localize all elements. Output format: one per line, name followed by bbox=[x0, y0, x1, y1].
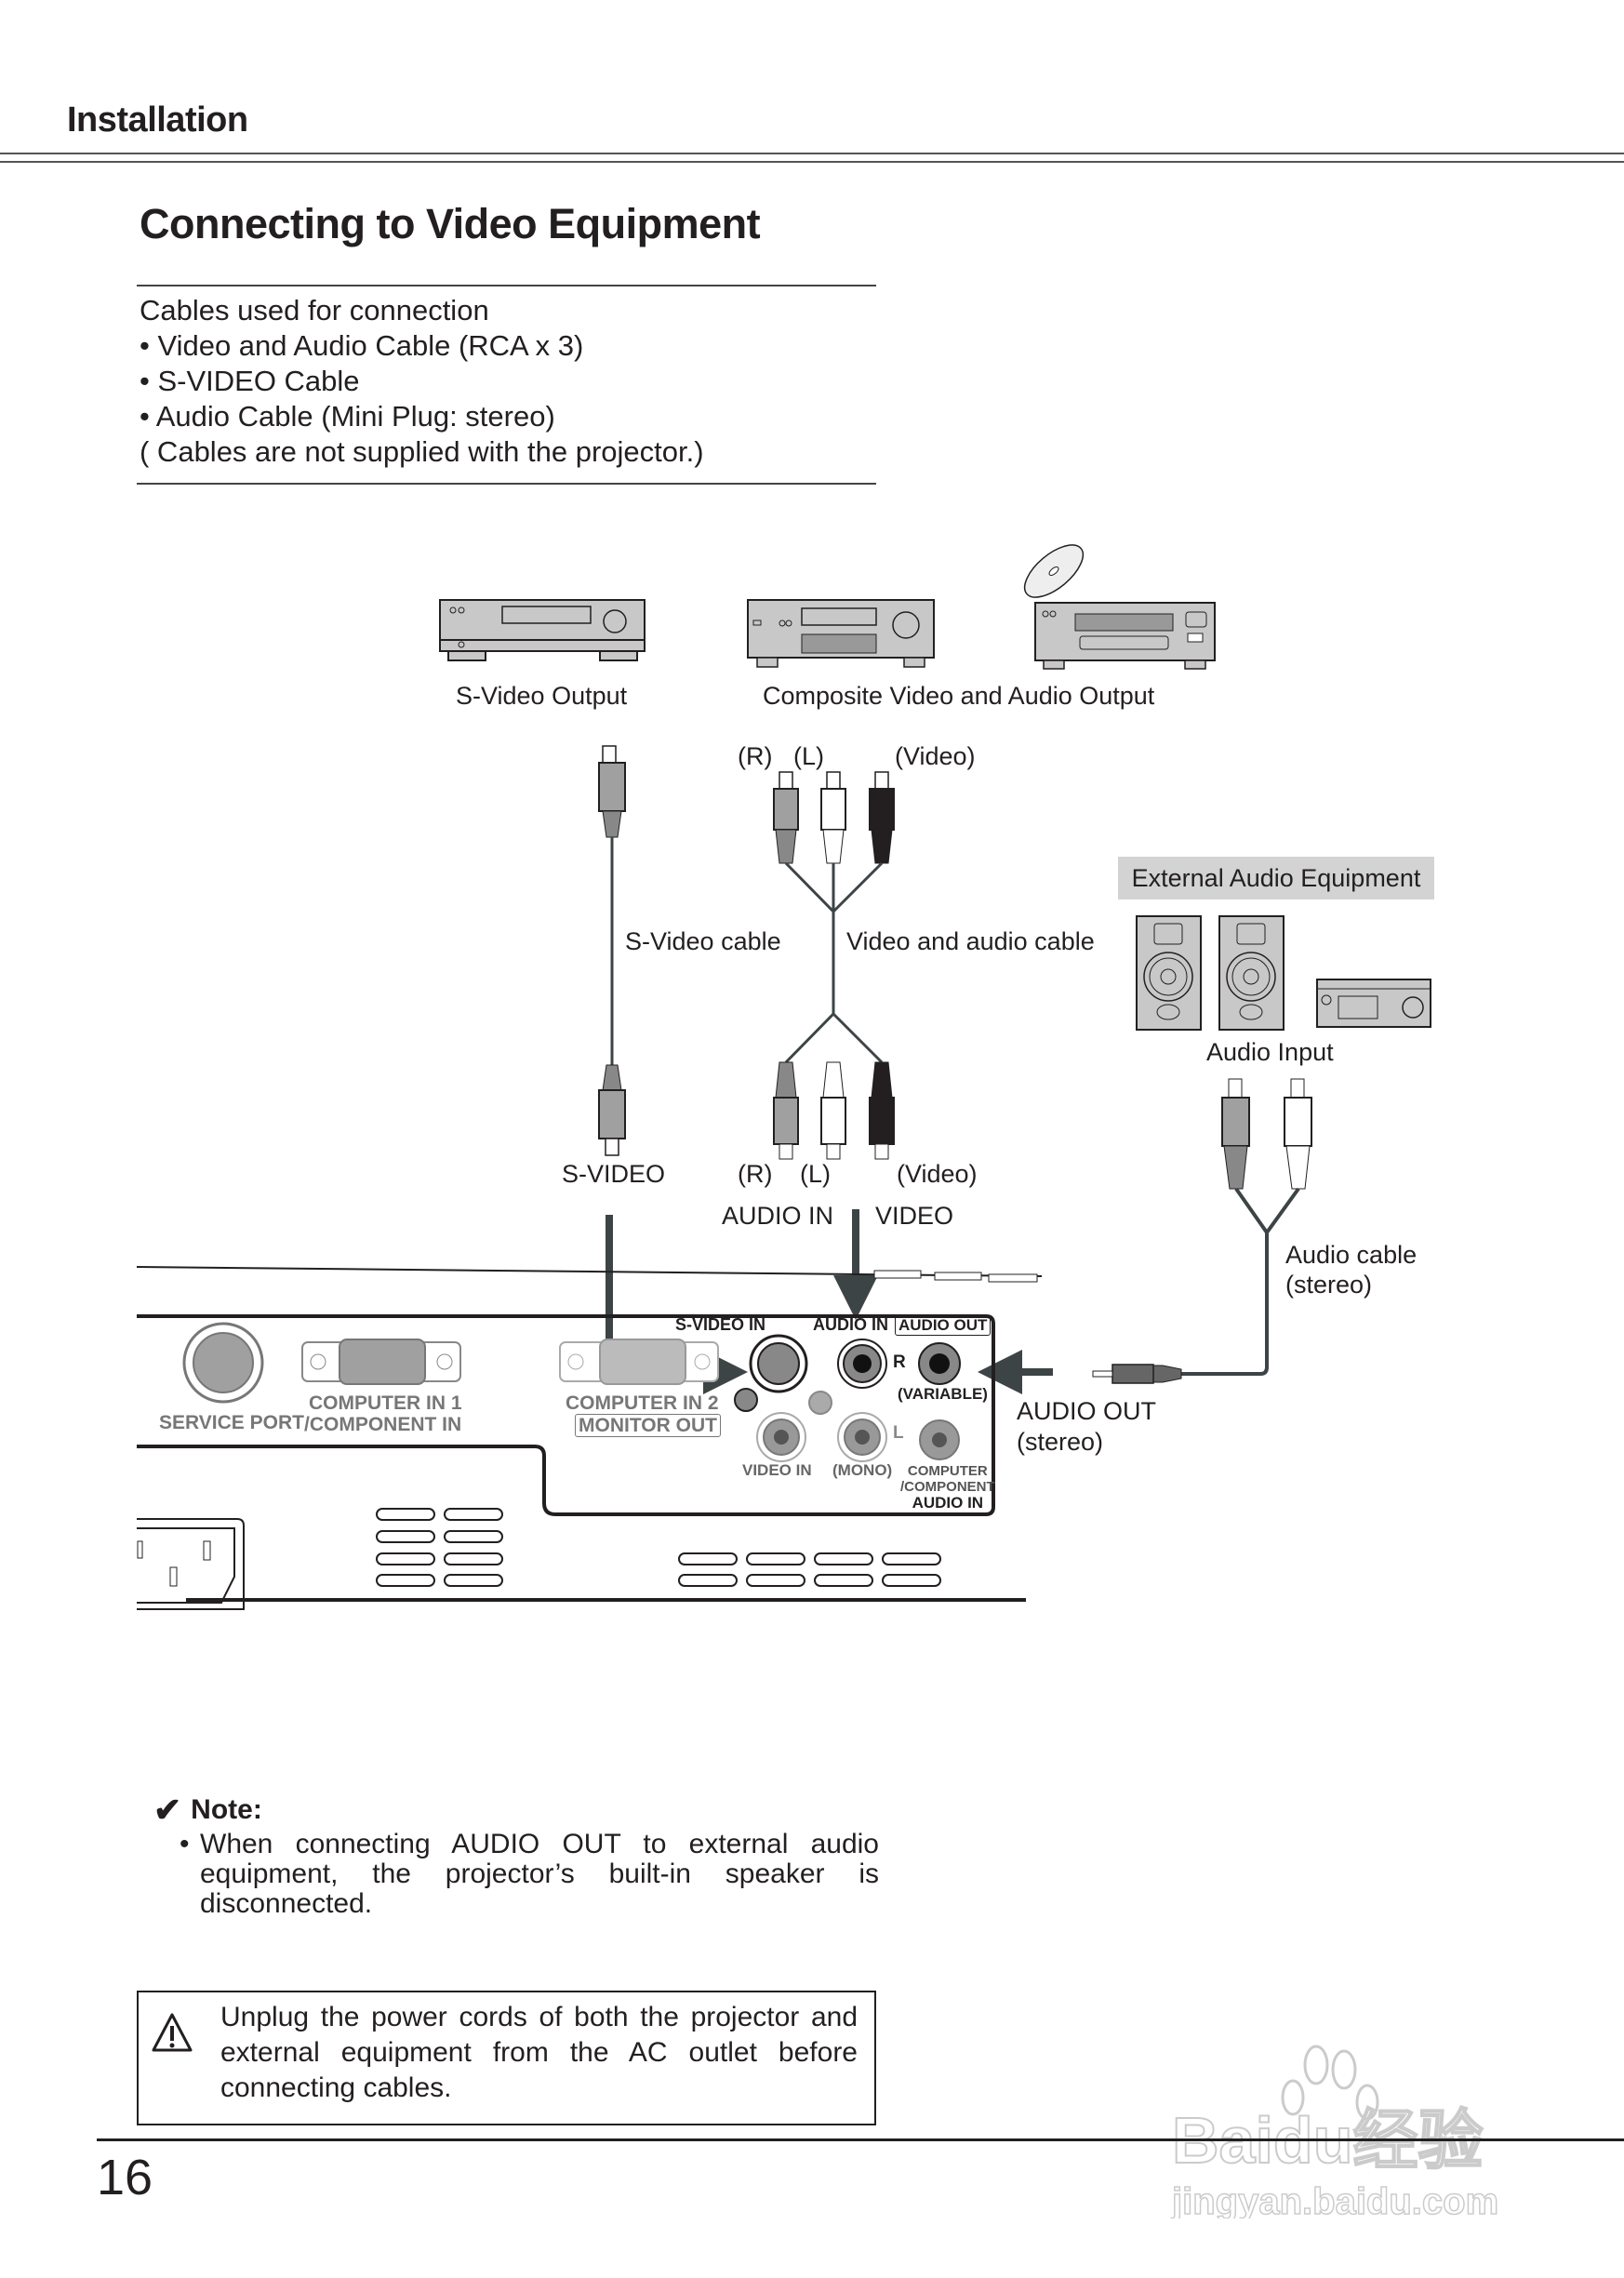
bottom-svideo-label: S-VIDEO bbox=[562, 1160, 666, 1188]
audio-out-label-line1: AUDIO OUT bbox=[1017, 1397, 1157, 1425]
section-header: Installation bbox=[67, 100, 248, 140]
speakers-icon bbox=[1136, 915, 1285, 1031]
cable-item: • S-VIDEO Cable bbox=[140, 365, 360, 397]
vcr-icon bbox=[439, 599, 646, 661]
note-heading: ✔ Note: bbox=[153, 1791, 879, 1830]
audio-input-label: Audio Input bbox=[1206, 1038, 1334, 1066]
audio-cable-label-line1: Audio cable bbox=[1285, 1241, 1418, 1269]
warning-text: Unplug the power cords of both the proje… bbox=[220, 2002, 858, 2103]
page-title: Connecting to Video Equipment bbox=[140, 200, 761, 247]
watermark-url: jingyan.baidu.com bbox=[1171, 2181, 1498, 2218]
computer-audio-line2: /COMPONENT bbox=[900, 1479, 995, 1495]
bottom-plug-l-label: (L) bbox=[800, 1160, 831, 1188]
av-cable-label: Video and audio cable bbox=[846, 927, 1095, 955]
video-deck-icon bbox=[747, 599, 935, 668]
projector-rear-panel bbox=[136, 1266, 1043, 1610]
connection-diagram: S-Video Output Composite Video and Audio… bbox=[136, 544, 1434, 1610]
warning-box: Unplug the power cords of both the proje… bbox=[137, 1991, 876, 2125]
top-plug-r-label: (R) bbox=[738, 742, 773, 770]
computer-in2-label-line1: COMPUTER IN 2 bbox=[566, 1392, 719, 1414]
audio-in-r-label: R bbox=[893, 1352, 906, 1372]
diagram-graphics bbox=[136, 544, 1431, 1610]
computer-audio-in-label: COMPUTER /COMPONENT AUDIO IN bbox=[900, 1463, 995, 1511]
bottom-plug-video-label: (Video) bbox=[897, 1160, 978, 1188]
svideo-output-label: S-Video Output bbox=[456, 682, 628, 710]
note-heading-text: Note: bbox=[191, 1794, 262, 1825]
bullet-icon: • bbox=[180, 1829, 190, 1859]
baidu-watermark-logo: Baidu经验 jingyan.baidu.com bbox=[1170, 2045, 1499, 2218]
cables-footnote: ( Cables are not supplied with the proje… bbox=[140, 435, 704, 468]
dvd-player-icon bbox=[1023, 544, 1216, 670]
computer-in1-label-line1: COMPUTER IN 1 bbox=[309, 1392, 462, 1414]
header-rule bbox=[0, 153, 1624, 154]
audio-in-l-label: L bbox=[893, 1423, 904, 1443]
amplifier-icon bbox=[1316, 979, 1431, 1028]
audio-in-group-label: AUDIO IN bbox=[722, 1202, 834, 1230]
audio-out-panel-label: AUDIO OUT bbox=[895, 1315, 992, 1336]
monitor-out-label: MONITOR OUT bbox=[575, 1414, 721, 1437]
note-body: • When connecting AUDIO OUT to external … bbox=[180, 1829, 879, 1919]
computer-in1-label-line2: /COMPONENT IN bbox=[304, 1414, 462, 1435]
bottom-plug-r-label: (R) bbox=[738, 1160, 773, 1188]
external-audio-equipment-label: External Audio Equipment bbox=[1118, 857, 1434, 899]
computer-audio-line3: AUDIO IN bbox=[912, 1494, 984, 1512]
variable-label: (VARIABLE) bbox=[898, 1385, 988, 1403]
av-cable bbox=[773, 771, 895, 1160]
computer-audio-line1: COMPUTER bbox=[907, 1463, 988, 1479]
top-plug-l-label: (L) bbox=[793, 742, 824, 770]
audio-out-label-line2: (stereo) bbox=[1017, 1428, 1104, 1456]
video-in-label: VIDEO IN bbox=[742, 1461, 812, 1479]
cables-rule-top bbox=[137, 285, 876, 286]
warning-triangle-icon bbox=[152, 2013, 193, 2052]
footer-rule bbox=[97, 2138, 1624, 2141]
computer-in2-label: COMPUTER IN 2 MONITOR OUT bbox=[566, 1392, 721, 1437]
audio-out-stereo-label: AUDIO OUT (stereo) bbox=[1017, 1396, 1156, 1458]
cable-item: • Audio Cable (Mini Plug: stereo) bbox=[140, 400, 555, 433]
header-rule-secondary bbox=[0, 161, 1624, 163]
checkmark-icon: ✔ bbox=[153, 1791, 182, 1829]
svideo-cable-label: S-Video cable bbox=[625, 927, 781, 955]
video-group-label: VIDEO bbox=[875, 1202, 954, 1230]
audio-cable-label-line2: (stereo) bbox=[1285, 1271, 1373, 1299]
audio-cable-label: Audio cable (stereo) bbox=[1285, 1240, 1417, 1299]
composite-output-label: Composite Video and Audio Output bbox=[763, 682, 1155, 710]
service-port-label: SERVICE PORT bbox=[159, 1412, 304, 1433]
page-number: 16 bbox=[97, 2150, 153, 2205]
svideo-in-label: S-VIDEO IN bbox=[675, 1315, 766, 1334]
cables-list: Cables used for connection • Video and A… bbox=[140, 293, 704, 470]
svideo-cable bbox=[598, 745, 626, 1156]
note-section: ✔ Note: • When connecting AUDIO OUT to e… bbox=[153, 1791, 879, 1919]
audio-in-panel-label: AUDIO IN bbox=[813, 1315, 888, 1334]
cable-item: • Video and Audio Cable (RCA x 3) bbox=[140, 329, 584, 362]
cables-heading: Cables used for connection bbox=[140, 294, 489, 326]
mono-label: (MONO) bbox=[832, 1461, 893, 1479]
note-text: When connecting AUDIO OUT to external au… bbox=[200, 1829, 879, 1919]
cables-rule-bottom bbox=[137, 483, 876, 485]
top-plug-video-label: (Video) bbox=[895, 742, 976, 770]
computer-in1-label: COMPUTER IN 1 /COMPONENT IN bbox=[304, 1392, 462, 1435]
audio-cable bbox=[1092, 1078, 1312, 1384]
